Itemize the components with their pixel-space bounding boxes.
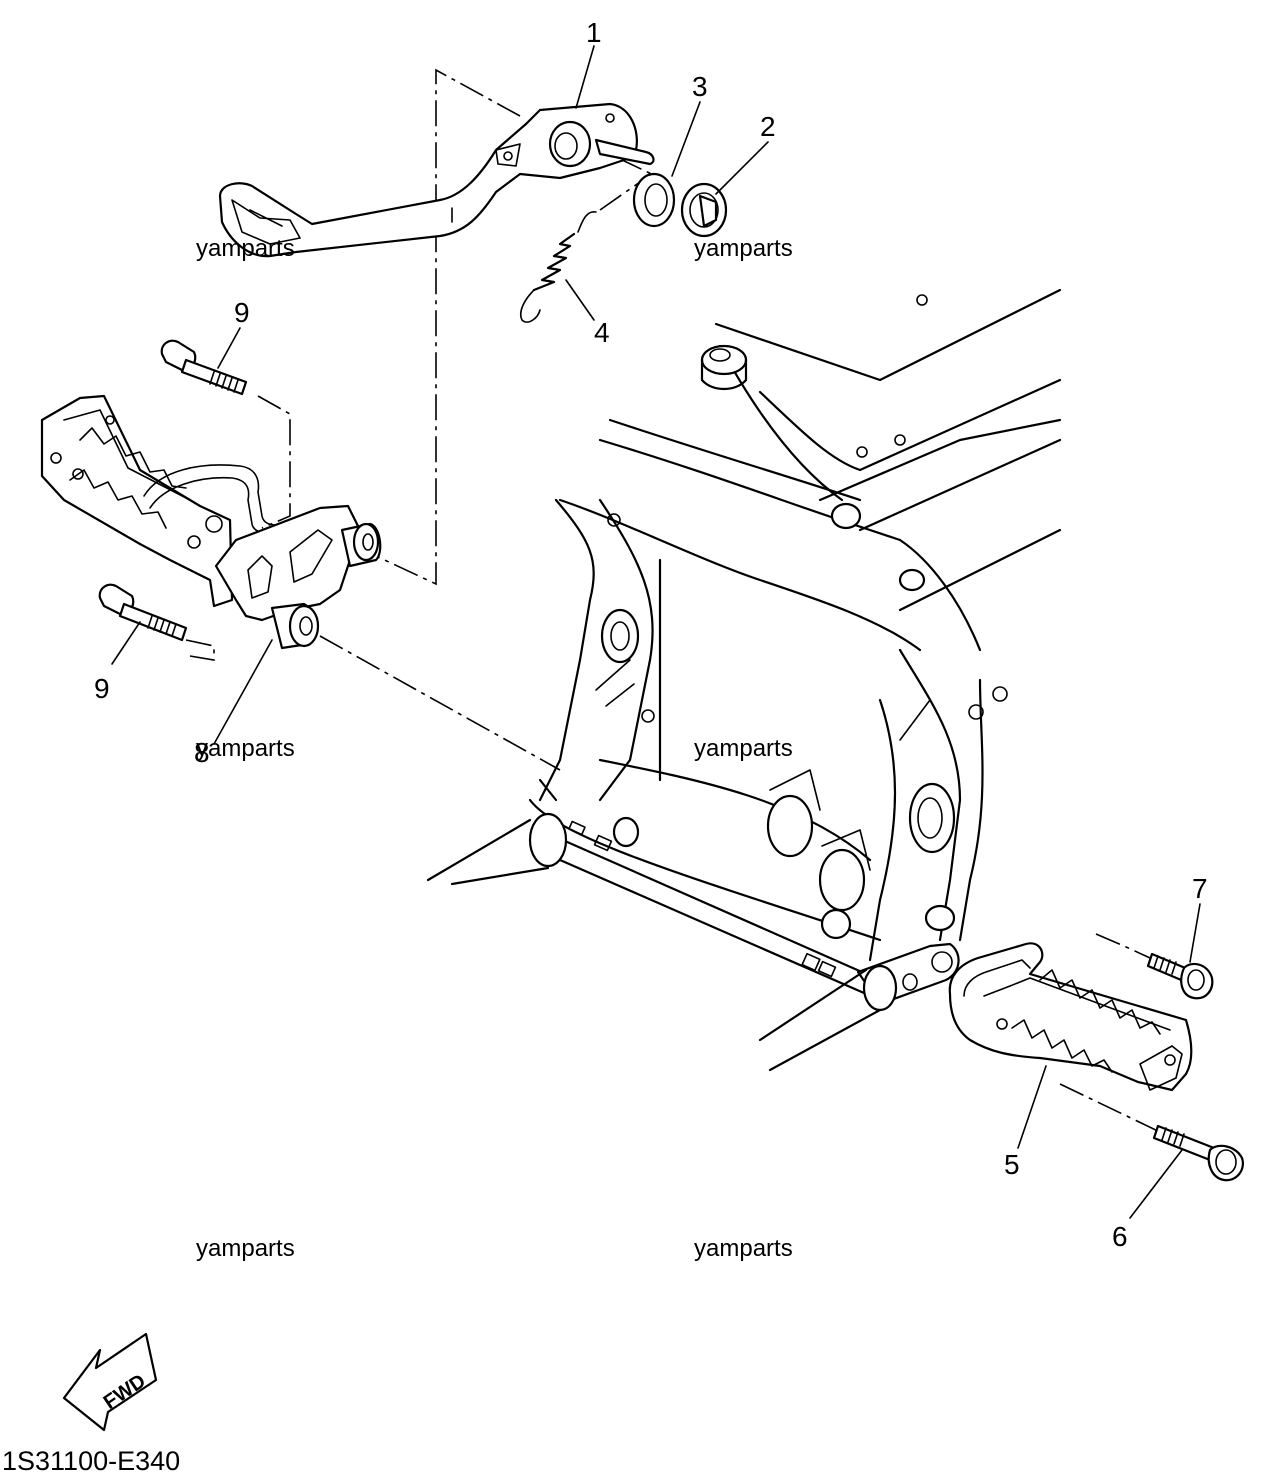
callout-7: 7	[1192, 873, 1208, 904]
watermark: yamparts	[694, 735, 793, 762]
watermark: yamparts	[196, 735, 295, 762]
bolt-upper-left	[160, 339, 248, 396]
callout-4: 4	[594, 317, 610, 348]
circlip	[680, 182, 728, 238]
bolt-lower-left	[98, 583, 188, 642]
bolt-lower-right	[1152, 1124, 1244, 1182]
leader-lines	[111, 45, 1201, 1219]
brake-pedal	[218, 102, 655, 258]
watermark: yamparts	[196, 1235, 295, 1262]
callout-6: 6	[1112, 1221, 1128, 1252]
bolt-upper-right	[1146, 952, 1214, 1000]
frame	[426, 288, 1062, 1072]
callout-9-lower: 9	[94, 673, 110, 704]
callout-3: 3	[692, 71, 708, 102]
washer	[632, 172, 676, 228]
watermark: yamparts	[694, 1235, 793, 1262]
callout-9-upper: 9	[234, 297, 250, 328]
right-footrest	[948, 942, 1193, 1092]
watermark: yamparts	[196, 235, 295, 262]
callout-1: 1	[586, 17, 602, 48]
watermarks: yamparts yamparts yamparts yamparts yamp…	[196, 235, 793, 1262]
forward-direction-arrow: FWD	[62, 1332, 158, 1432]
callout-8: 8	[194, 737, 210, 768]
diagram-code: 1S31100-E340	[2, 1446, 180, 1476]
left-footrest-assembly	[40, 394, 382, 650]
return-spring	[519, 211, 597, 323]
callout-2: 2	[760, 111, 776, 142]
watermark: yamparts	[694, 235, 793, 262]
callout-numbers: 1 3 2 4 9 9 8 7 5 6	[94, 17, 1208, 1252]
callout-5: 5	[1004, 1149, 1020, 1180]
